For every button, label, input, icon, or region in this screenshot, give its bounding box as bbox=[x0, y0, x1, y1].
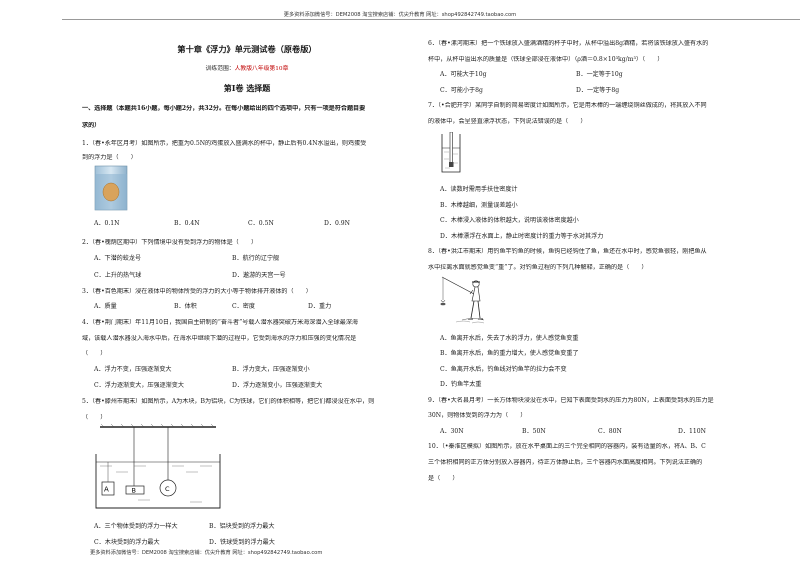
q4-option: C．浮力逐渐变大，压强逐渐变大 bbox=[94, 382, 184, 389]
q1-option: A．0.1N bbox=[94, 220, 120, 227]
q5-stem: （ ） bbox=[82, 414, 107, 421]
section-intro-line: 求的） bbox=[82, 122, 101, 129]
q1-option: D．0.9N bbox=[324, 220, 351, 227]
q10-stem: 三个体积相同的正方体分别放入容器内，待正方体静止后，三个容器内水面高度相同。下列… bbox=[428, 459, 703, 466]
q3-option: D．重力 bbox=[308, 303, 332, 310]
q6-option: A．可能大于10g bbox=[440, 71, 487, 78]
q6-stem: 杯中，从杯中溢出水的质量是（铁球全部浸在液体中）（ρ酒＝0.8×10³kg/m³… bbox=[428, 56, 664, 63]
q9-stem: 30N，则物体受到的浮力为（ ） bbox=[428, 412, 527, 419]
volume-title: 第Ⅰ卷 选择题 bbox=[223, 83, 271, 93]
q3-option: B．体积 bbox=[174, 303, 197, 310]
q5-stem: 5．（春•滕州市期末）如图所示，A为木块，B为铝块，C为铁球，它们的体积相等，把… bbox=[82, 398, 375, 405]
q8-option: D．钓鱼竿太重 bbox=[440, 381, 482, 388]
q8-stem: 水中拉离水面就感觉鱼变“重”了。对钓鱼过程的下列几种解释，正确的是（ ） bbox=[428, 264, 648, 271]
q4-option: B．浮力变大，压强逐渐变小 bbox=[232, 366, 310, 373]
q4-stem: 4．（春•荆门期末）年11月10日，我国自主研制的“奋斗者”号载人潜水器突破万米… bbox=[82, 319, 359, 326]
q7-stem: 7．（•合肥开学）某同学自制的简易密度计如图所示，它是用木棒的一端缠绕铜丝做成的… bbox=[428, 102, 707, 109]
q7-option: B．木棒越细，测量误差越小 bbox=[440, 202, 518, 209]
q10-stem: 是（ ） bbox=[428, 475, 459, 482]
header-divider bbox=[62, 19, 800, 20]
q9-stem: 9．（春•大名县月考）一长方体物块浸没在水中，已知下表面受到水的压力为80N，上… bbox=[428, 397, 714, 404]
q6-option: B．一定等于10g bbox=[576, 71, 623, 78]
q7-option: D．木棒漂浮在水面上，静止时密度计的重力等于水对其浮力 bbox=[440, 233, 604, 240]
q2-stem: 2．（春•槐荫区期中）下列情境中没有受到浮力的物体是（ ） bbox=[82, 239, 258, 246]
q8-stem: 8．（春•洪江市期末）用钓鱼竿钓鱼的时候，鱼钩已经钩住了鱼，鱼还在水中时，感觉鱼… bbox=[428, 248, 707, 255]
q3-option: C．密度 bbox=[232, 303, 255, 310]
q9-option: A．30N bbox=[440, 428, 464, 435]
egg-in-cup-figure bbox=[94, 165, 128, 211]
section-intro-line: 一、选择题（本题共16小题，每小题2分，共32分。在每小题给出的四个选项中，只有… bbox=[82, 105, 366, 112]
q3-stem: 3．（春•百色期末）浸在液体中的物体所受的浮力的大小等于物体排开液体的（ ） bbox=[82, 288, 312, 295]
scope-label: 训练范围： bbox=[205, 66, 235, 72]
q9-option: D．110N bbox=[678, 428, 706, 435]
q2-option: B．航行的辽宁舰 bbox=[232, 255, 280, 262]
exam-title: 第十章《浮力》单元测试卷（原卷版） bbox=[177, 44, 317, 54]
figure-label-a: A bbox=[104, 486, 109, 494]
scope-value: 人教版八年级第10章 bbox=[234, 66, 289, 72]
q4-stem: 域，该载人潜水器没入海水中后，在海水中继续下潜的过程中，它受到海水的浮力和压强的… bbox=[82, 335, 357, 342]
q7-option: C．木棒浸入液体的体积越大，说明该液体密度越小 bbox=[440, 217, 579, 224]
hydrometer-figure bbox=[441, 132, 461, 173]
q1-stem: 1．（春•永年区月考）如图所示，把重为0.5N的鸡蛋放入盛满水的杯中，静止后有0… bbox=[82, 140, 367, 147]
page-footer: 更多资料添加微信号：DEM2008 淘宝搜索店铺：优尖升教育 网址：shop49… bbox=[90, 550, 323, 556]
q7-option: A．读数时需用手扶住密度计 bbox=[440, 186, 518, 193]
q5-option: C．木块受到的浮力最大 bbox=[94, 539, 160, 546]
q1-stem: 到的浮力是（ ） bbox=[82, 154, 137, 161]
q7-stem: 的液体中，会呈竖直漂浮状态，下列说法错误的是（ ） bbox=[428, 118, 587, 125]
q10-stem: 10．（•秦淮区模拟）如图所示，放在水平桌面上的三个完全相同的容器内，装有适量的… bbox=[428, 443, 706, 450]
q9-option: C．80N bbox=[598, 428, 622, 435]
q8-option: C．鱼离开水后，钓鱼线对钓鱼竿的拉力会不变 bbox=[440, 366, 567, 373]
q5-option: B．铝块受到的浮力最大 bbox=[209, 523, 275, 530]
q8-option: B．鱼离开水后，鱼的重力增大，使人感觉鱼变重了 bbox=[440, 350, 579, 357]
three-objects-in-water-figure: A B C bbox=[95, 424, 221, 509]
q1-option: C．0.5N bbox=[248, 220, 274, 227]
fisherman-figure bbox=[440, 276, 485, 324]
q5-option: A．三个物体受到的浮力一样大 bbox=[94, 523, 178, 530]
q8-option: A．鱼离开水后，失去了水的浮力，使人感觉鱼变重 bbox=[440, 335, 579, 342]
q5-option: D．铁球受到的浮力最大 bbox=[209, 539, 275, 546]
page-header: 更多资料添加微信号：DEM2008 淘宝搜索店铺：优尖升教育 网址：shop49… bbox=[283, 12, 517, 18]
figure-label-c: C bbox=[165, 485, 170, 493]
q6-option: C．可能小于8g bbox=[440, 87, 483, 94]
q2-option: C．上升的热气球 bbox=[94, 272, 142, 279]
q9-option: B．50N bbox=[522, 428, 546, 435]
figure-label-b: B bbox=[132, 487, 136, 495]
q4-option: A．浮力不变，压强逐渐变大 bbox=[94, 366, 172, 373]
training-scope: 训练范围：人教版八年级第10章 bbox=[82, 65, 412, 73]
q4-option: D．浮力逐渐变小，压强逐渐变大 bbox=[232, 382, 323, 389]
q2-option: D．遨游的天宫一号 bbox=[232, 272, 286, 279]
q6-option: D．一定等于8g bbox=[576, 87, 620, 94]
q6-stem: 6．（春•漯河期末）把一个铁球放入盛满酒精的杯子中时，从杯中溢出8g酒精，若将该… bbox=[428, 40, 709, 47]
q2-option: A．下潜的蛟龙号 bbox=[94, 255, 142, 262]
q3-option: A．质量 bbox=[94, 303, 117, 310]
q1-option: B．0.4N bbox=[174, 220, 200, 227]
q4-stem: （ ） bbox=[82, 350, 107, 357]
